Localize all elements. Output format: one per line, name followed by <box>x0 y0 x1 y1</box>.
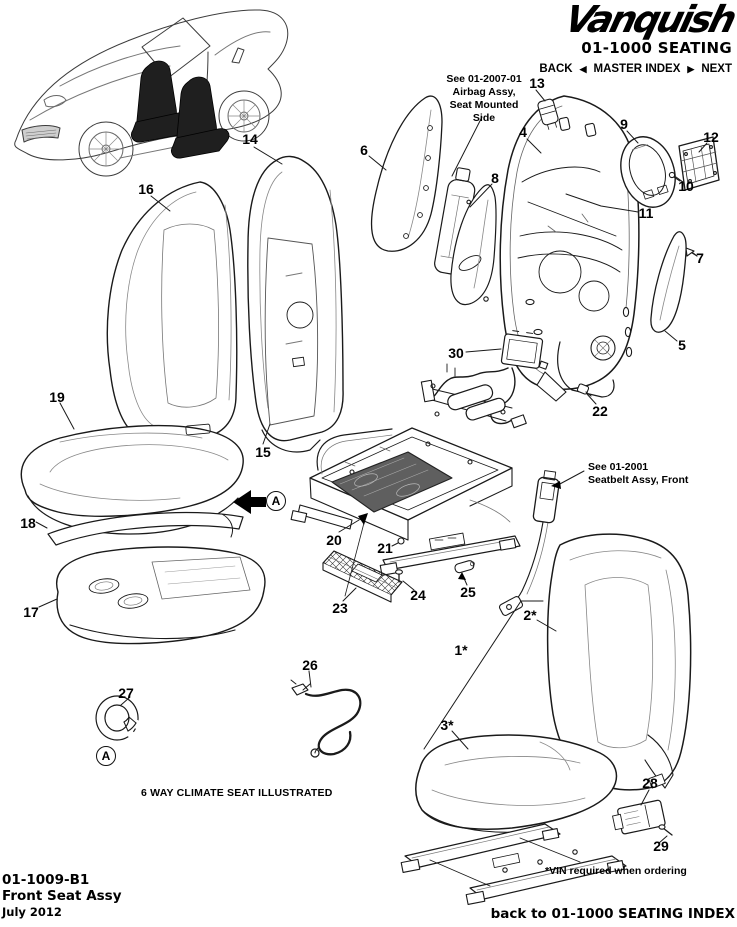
callout-21: 21 <box>377 540 393 556</box>
marker-a-label: A <box>271 494 281 508</box>
trim-panel-5 <box>650 231 687 333</box>
seatbelt-crossref-note[interactable]: See 01-2001 Seatbelt Assy, Front <box>588 461 688 487</box>
callout-22: 22 <box>592 403 608 419</box>
callout-5: 5 <box>678 337 686 353</box>
doc-number: 01-1009-B1 <box>2 872 90 888</box>
seat-back-cover-16 <box>106 181 238 449</box>
nav-back-link[interactable]: BACK <box>539 63 573 75</box>
doc-info: 01-1009-B1 Front Seat Assy July 2012 <box>2 872 122 920</box>
callout-8: 8 <box>491 170 499 186</box>
callout-14: 14 <box>242 131 258 147</box>
callout-16: 16 <box>138 181 154 197</box>
climate-seat-note: 6 WAY CLIMATE SEAT ILLUSTRATED <box>141 787 333 799</box>
seat-motor-assembly <box>420 363 513 422</box>
seatbelt-buckle <box>498 470 585 616</box>
vent-mat-23 <box>322 550 403 603</box>
back-to-index-link[interactable]: back to 01-1000 SEATING INDEX <box>490 906 735 922</box>
callout-2: 2* <box>523 607 537 623</box>
callout-1: 1* <box>454 642 468 658</box>
screw-29 <box>658 824 673 836</box>
airbag-crossref-note[interactable]: See 01-2007-01 Airbag Assy, Seat Mounted… <box>441 73 527 125</box>
seat-back-cover-14 <box>247 155 344 442</box>
seatbelt-note-line2: Seatbelt Assy, Front <box>588 474 689 486</box>
callout-10: 10 <box>678 178 694 194</box>
callout-9: 9 <box>620 116 628 132</box>
cushion-foam-17 <box>56 546 266 645</box>
callout-25: 25 <box>460 584 476 600</box>
callout-20: 20 <box>326 532 342 548</box>
ring-27 <box>95 695 148 744</box>
headrest-panel-12 <box>678 136 720 191</box>
callout-18: 18 <box>20 515 36 531</box>
back-arrow-icon: ◀ <box>579 63 587 74</box>
callout-27: 27 <box>118 685 134 701</box>
vanquish-logo: Vanquish <box>560 0 737 41</box>
screw-24 <box>395 569 403 583</box>
side-trim-panel-6 <box>370 95 443 252</box>
callout-11: 11 <box>638 205 654 221</box>
callout-28: 28 <box>642 775 658 791</box>
callout-7: 7 <box>696 250 704 266</box>
nav-master-index-link[interactable]: MASTER INDEX <box>593 63 681 75</box>
callout-6: 6 <box>360 142 368 158</box>
callout-29: 29 <box>653 838 669 854</box>
seat-module-28 <box>612 799 666 835</box>
callout-24: 24 <box>410 587 426 603</box>
section-title: 01-1000 SEATING <box>581 39 732 57</box>
headrest-pad-9 <box>620 136 676 208</box>
screw-22 <box>576 383 592 397</box>
side-panel-8 <box>450 184 497 306</box>
leader-lines <box>35 89 708 844</box>
doc-date: July 2012 <box>2 905 62 919</box>
callout-15: 15 <box>255 444 271 460</box>
marker-a-ring: A <box>96 746 116 766</box>
complete-seat-assembly <box>400 533 692 905</box>
nav-next-link[interactable]: NEXT <box>701 63 732 75</box>
airbag-note-line2: Airbag Assy, <box>452 86 516 98</box>
section-arrow-a <box>233 490 266 514</box>
car-seats <box>131 60 230 159</box>
seat-base-frame-20 <box>290 427 521 576</box>
seatbelt-note-line1: See 01-2001 <box>588 461 649 473</box>
callout-13: 13 <box>529 75 545 91</box>
header-nav: BACK ◀ MASTER INDEX ▶ NEXT <box>539 63 732 75</box>
vin-note: *VIN required when ordering <box>545 865 687 877</box>
seat-back-foam-15 <box>261 237 321 453</box>
marker-a-label: A <box>101 749 111 763</box>
callout-30: 30 <box>448 345 464 361</box>
callout-3: 3* <box>440 717 454 733</box>
bolt-25 <box>454 560 475 574</box>
car-illustration <box>14 9 289 177</box>
next-arrow-icon: ▶ <box>687 63 695 74</box>
callout-12: 12 <box>703 129 719 145</box>
callout-19: 19 <box>49 389 65 405</box>
airbag-note-line1: See 01-2007-01 <box>446 73 522 85</box>
harness-cable-26 <box>290 679 362 758</box>
callout-23: 23 <box>332 600 348 616</box>
callout-4: 4 <box>519 124 527 140</box>
doc-title: Front Seat Assy <box>2 888 122 904</box>
screw-10 <box>668 171 681 182</box>
cushion-pad-18 <box>47 511 244 546</box>
callout-26: 26 <box>302 657 318 673</box>
callout-17: 17 <box>23 604 39 620</box>
marker-a-cushion: A <box>266 491 286 511</box>
airbag-note-line3: Seat Mounted Side <box>449 99 519 124</box>
